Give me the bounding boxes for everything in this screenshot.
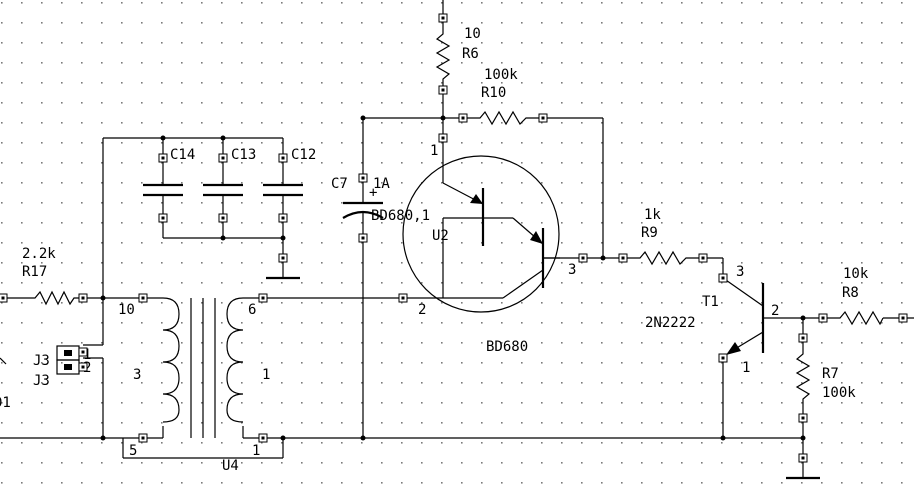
pin-square-center [621, 256, 625, 260]
r6-ref: R6 [462, 46, 479, 62]
c7-plus: + [369, 185, 377, 201]
pin-square-center [441, 16, 445, 20]
r7-value: 100k [822, 385, 856, 401]
pin-square-center [141, 296, 145, 300]
resistor-r6[interactable]: 10 R6 [435, 18, 481, 90]
c7-value: 1A [373, 176, 390, 192]
left-cut-label: 01 [0, 395, 11, 411]
pin-square-center [261, 436, 265, 440]
r10-ref: R10 [481, 85, 506, 101]
resistor-r7[interactable]: R7 100k [795, 338, 856, 418]
pin-square-center [581, 256, 585, 260]
resistor-r9[interactable]: 1k R9 [623, 207, 703, 266]
u2-ref: U2 [432, 228, 449, 244]
pin-square-center [701, 256, 705, 260]
pin-square-center [161, 216, 165, 220]
resistor-r8[interactable]: 10k R8 [823, 266, 884, 326]
t1-ref: T1 [702, 294, 719, 310]
u4-pin1: 1 [252, 443, 260, 459]
pin-square-center [261, 296, 265, 300]
t1-part: 2N2222 [645, 315, 696, 331]
pin-square-center [821, 316, 825, 320]
u2-part: BD680 [486, 339, 528, 355]
r7-ref: R7 [822, 366, 839, 382]
u2-value: BD680,1 [371, 208, 430, 224]
pin-square-center [721, 356, 725, 360]
capacitor-c7[interactable]: C7 + 1A [331, 176, 390, 238]
pin-square-center [81, 365, 85, 369]
u2-pin2: 2 [418, 302, 426, 318]
r10-value: 100k [484, 67, 518, 83]
u4-winding-left: 3 [133, 367, 141, 383]
u4-ref: U4 [222, 458, 239, 474]
pin-square-center [281, 156, 285, 160]
pin-square-center [461, 116, 465, 120]
pin-square-center [221, 216, 225, 220]
t1-pin1: 1 [742, 360, 750, 376]
pin-square-center [441, 136, 445, 140]
pin-square-center [801, 416, 805, 420]
u4-pin5: 5 [129, 443, 137, 459]
u4-winding-right: 1 [262, 367, 270, 383]
c14-ref: C14 [170, 147, 195, 163]
pin-markers [0, 13, 908, 463]
transistor-t1[interactable]: T1 2N2222 3 2 1 [645, 264, 779, 376]
pin-square-center [281, 216, 285, 220]
resistor-r17[interactable]: 2.2k R17 [22, 246, 83, 306]
c12-ref: C12 [291, 147, 316, 163]
t1-pin3: 3 [736, 264, 744, 280]
r8-ref: R8 [842, 285, 859, 301]
pin-square-center [221, 156, 225, 160]
r9-ref: R9 [641, 225, 658, 241]
pin-square-center [361, 236, 365, 240]
pin-square-center [141, 436, 145, 440]
u4-pin6: 6 [248, 302, 256, 318]
r6-value: 10 [464, 26, 481, 42]
r17-value: 2.2k [22, 246, 56, 262]
t1-pin2: 2 [771, 303, 779, 319]
pin-square-center [81, 296, 85, 300]
pin-square-center [361, 176, 365, 180]
u4-pin10: 10 [118, 302, 135, 318]
pin-square-center [801, 336, 805, 340]
pin-square-center [721, 276, 725, 280]
pin-square-center [901, 316, 905, 320]
transistor-u2[interactable]: BD680,1 U2 BD680 1 2 3 [371, 143, 576, 355]
r17-ref: R17 [22, 264, 47, 280]
c7-ref: C7 [331, 176, 348, 192]
u2-pin1: 1 [430, 143, 438, 159]
pin-square-center [81, 350, 85, 354]
j3a-ref: J3 [33, 353, 50, 369]
pin-square-center [1, 296, 5, 300]
junctions [100, 115, 806, 441]
pin-square-center [541, 116, 545, 120]
resistor-r10[interactable]: 100k R10 [463, 67, 543, 126]
pin-square-center [401, 296, 405, 300]
j3b-ref: J3 [33, 373, 50, 389]
pin-square-center [281, 256, 285, 260]
pin-square-center [441, 88, 445, 92]
u2-pin3: 3 [568, 262, 576, 278]
r8-value: 10k [843, 266, 869, 282]
r9-value: 1k [644, 207, 661, 223]
pin-square-center [801, 456, 805, 460]
pin-square-center [161, 156, 165, 160]
c13-ref: C13 [231, 147, 256, 163]
